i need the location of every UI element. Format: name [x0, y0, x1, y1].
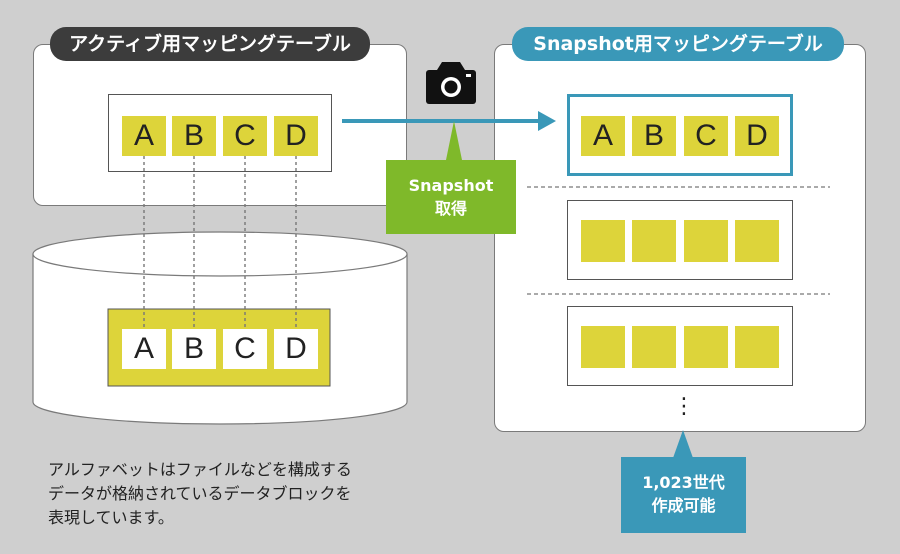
description-line-2: データが格納されているデータブロックを [48, 484, 352, 503]
snapshot-gen3-block [735, 326, 779, 368]
generation-callout-line1: 1,023世代 [642, 473, 725, 492]
snapshot-mapping-table-title: Snapshot用マッピングテーブル [512, 27, 844, 61]
active-mapping-table-title: アクティブ用マッピングテーブル [50, 27, 370, 61]
snapshot-callout-line2: 取得 [434, 199, 467, 218]
description-line-1: アルファベットはファイルなどを構成する [48, 460, 352, 479]
snapshot-block-d: D [735, 116, 779, 156]
storage-block-c: C [223, 329, 267, 369]
snapshot-gen3-block [684, 326, 728, 368]
storage-block-b: B [172, 329, 216, 369]
active-block-a: A [122, 116, 166, 156]
snapshot-block-b: B [632, 116, 676, 156]
description-text: アルファベットはファイルなどを構成する データが格納されているデータブロックを … [48, 458, 408, 530]
generation-callout-line2: 作成可能 [651, 496, 716, 515]
storage-block-a: A [122, 329, 166, 369]
snapshot-gen3-block [632, 326, 676, 368]
snapshot-callout: Snapshot 取得 [386, 160, 516, 234]
storage-block-d: D [274, 329, 318, 369]
snapshot-callout-line1: Snapshot [408, 176, 494, 195]
generation-callout: 1,023世代 作成可能 [621, 457, 746, 533]
active-block-b: B [172, 116, 216, 156]
snapshot-callout-pointer [446, 121, 462, 160]
generation-callout-pointer [673, 430, 693, 458]
camera-icon [426, 62, 476, 104]
snapshot-gen3-block [581, 326, 625, 368]
active-block-d: D [274, 116, 318, 156]
snapshot-block-a: A [581, 116, 625, 156]
snapshot-block-c: C [684, 116, 728, 156]
storage-cylinder-top [32, 231, 408, 277]
snapshot-gen2-block [684, 220, 728, 262]
snapshot-gen2-block [735, 220, 779, 262]
description-line-3: 表現しています。 [48, 508, 174, 527]
active-block-c: C [223, 116, 267, 156]
more-generations-ellipsis: ⋮ [673, 394, 695, 419]
snapshot-arrow-head [538, 111, 556, 131]
snapshot-gen2-block [581, 220, 625, 262]
snapshot-gen2-block [632, 220, 676, 262]
